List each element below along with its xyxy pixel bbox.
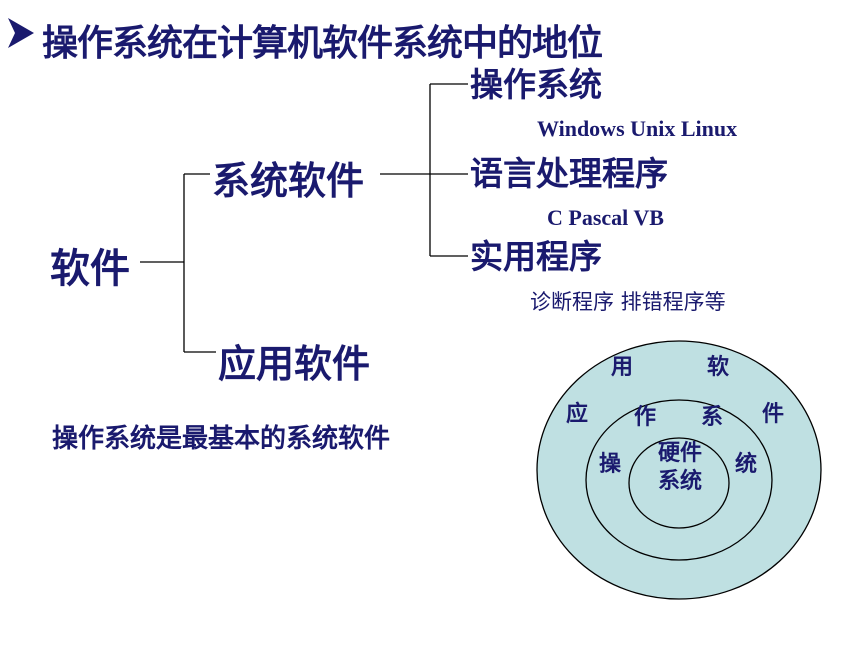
middle-char-1: 作 (634, 405, 657, 430)
arrow-bullet-icon (8, 18, 34, 48)
tree-node-utilities: 实用程序 (470, 237, 602, 276)
middle-char-3: 操 (599, 452, 622, 477)
tree-node-language-processor: 语言处理程序 (470, 154, 668, 193)
middle-char-2: 系 (701, 405, 724, 430)
tree-node-operating-system: 操作系统 (470, 65, 602, 104)
tree-node-system-software: 系统软件 (212, 159, 365, 203)
inner-core-hardware (628, 437, 730, 529)
tree-node-application-software: 应用软件 (218, 342, 371, 386)
outer-char-1: 用 (611, 355, 634, 380)
core-label-line1: 硬件 (657, 441, 702, 466)
layer-diagram (536, 340, 822, 600)
core-label: 硬件 系统 (640, 440, 720, 496)
tree-root-software: 软件 (50, 246, 130, 292)
core-label-line2: 系统 (657, 469, 702, 494)
slide-title: 操作系统在计算机软件系统中的地位 (42, 23, 603, 64)
language-examples: C Pascal VB (547, 205, 664, 230)
utility-examples: 诊断程序 排错程序等 (530, 290, 726, 314)
middle-char-4: 统 (735, 452, 758, 477)
outer-char-3: 应 (566, 402, 589, 427)
os-examples: Windows Unix Linux (537, 116, 738, 141)
outer-char-4: 件 (762, 402, 785, 427)
outer-char-2: 软 (707, 355, 730, 380)
summary-statement: 操作系统是最基本的系统软件 (52, 424, 391, 454)
